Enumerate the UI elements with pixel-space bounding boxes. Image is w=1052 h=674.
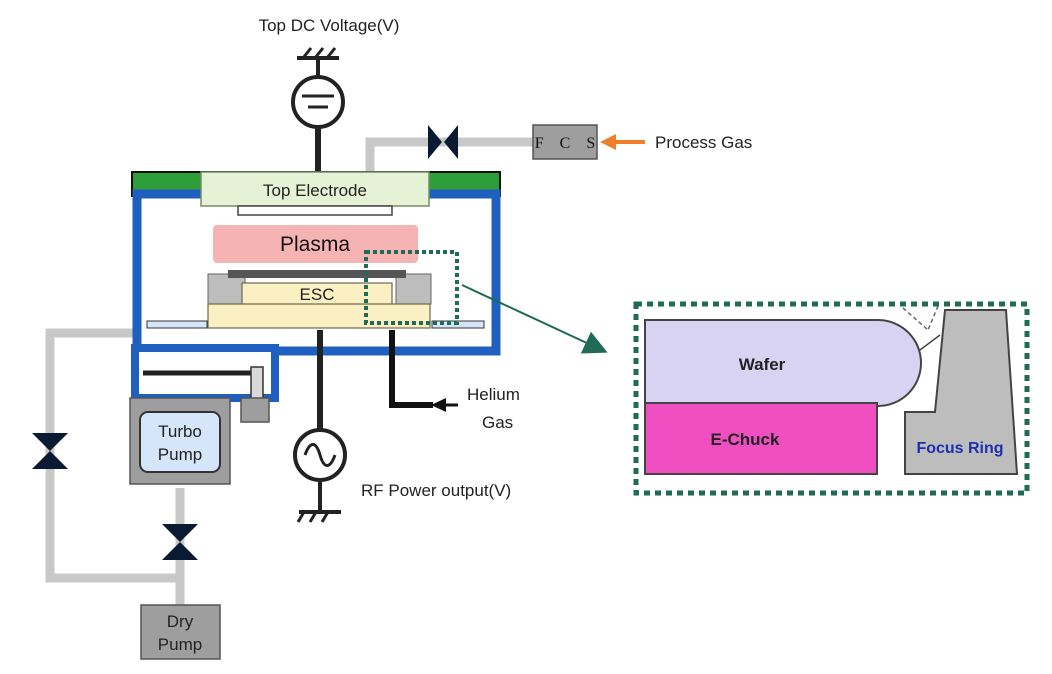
foreline-valve-icon xyxy=(32,433,68,469)
zoom-marker xyxy=(364,250,459,325)
dry-pump-label-line1: Dry xyxy=(167,612,194,631)
turbo-pump-label-line2: Pump xyxy=(158,445,202,464)
process-gas-pipe xyxy=(365,137,535,175)
top-dc-supply xyxy=(291,47,345,172)
detail-wafer xyxy=(644,319,922,407)
turbo-pump-label-line1: Turbo xyxy=(158,422,202,441)
detail-focus-ring-label: Focus Ring xyxy=(916,440,1003,457)
process-gas-arrow-icon xyxy=(600,134,616,150)
fcs-box xyxy=(532,124,598,160)
showerhead xyxy=(237,205,393,216)
dry-pump xyxy=(140,604,221,660)
process-gas-valve-icon xyxy=(428,125,458,159)
process-gas-label: Process Gas xyxy=(655,133,752,152)
top-electrode xyxy=(200,171,430,207)
detail-view xyxy=(633,301,1030,496)
top-dc-voltage-label: Top DC Voltage(V) xyxy=(259,16,400,35)
esc-label: ESC xyxy=(300,285,335,304)
helium-label-line2: Gas xyxy=(482,413,513,432)
wafer-bar xyxy=(228,270,406,278)
detail-border xyxy=(633,301,1030,496)
detail-focus-ring xyxy=(904,309,1019,475)
turbo-pump-inner xyxy=(139,411,221,473)
plasma-label: Plasma xyxy=(280,233,350,256)
dry-pump-label-line2: Pump xyxy=(158,635,202,654)
fcs-label: F C S xyxy=(535,135,601,152)
detail-e-chuck-label: E-Chuck xyxy=(711,430,781,449)
rf-supply xyxy=(293,330,347,523)
dc-source-icon xyxy=(291,75,345,129)
helium-arrow-icon xyxy=(431,398,446,412)
helium-label-line1: Helium xyxy=(467,385,520,404)
esc-base xyxy=(207,303,431,329)
helium-line xyxy=(389,330,433,408)
rf-power-output-label: RF Power output(V) xyxy=(361,481,511,500)
top-electrode-label: Top Electrode xyxy=(263,181,367,200)
detail-wafer-label: Wafer xyxy=(739,355,786,374)
zoom-arrow-icon xyxy=(461,284,608,354)
dry-pump-valve-icon xyxy=(162,524,198,560)
detail-e-chuck xyxy=(644,402,878,475)
gate-valve-box xyxy=(240,397,270,423)
